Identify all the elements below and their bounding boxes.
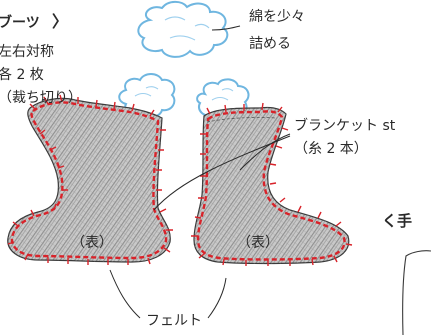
right-boot: [191, 102, 353, 266]
face-side-label-left: （表）: [71, 235, 113, 251]
face-side-label-right: （表）: [237, 235, 279, 251]
cotton-cloud-top: [137, 0, 229, 58]
left-boot-stitch-line: [10, 101, 168, 260]
right-boot-stitch-line: [196, 110, 346, 261]
felt-label: フェルト: [146, 313, 202, 329]
stitch-label: （糸 2 本）: [294, 141, 368, 157]
chevron-right-icon: 〉: [52, 12, 69, 31]
left-boot: [7, 94, 173, 265]
stuffing-label: 綿を少々: [249, 9, 305, 25]
hand-section-heading: く手: [382, 212, 413, 230]
leader-lines: [109, 25, 291, 319]
boots-note-line: （裁ち切り）: [0, 90, 82, 106]
boots-note-line: 左右対称: [0, 44, 54, 60]
stitch-label: ブランケット st: [294, 118, 396, 134]
hand-sketch-outline: [402, 250, 431, 335]
boots-heading: ブーツ: [0, 15, 40, 31]
stuffing-label: 詰める: [249, 36, 291, 52]
boots-note-line: 各 2 枚: [0, 67, 44, 83]
